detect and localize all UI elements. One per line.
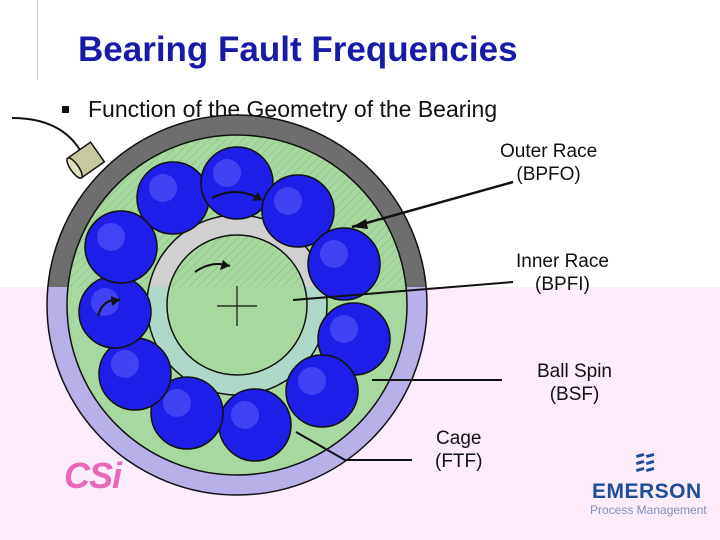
label-outer-race-name: Outer Race — [500, 141, 598, 162]
ball — [84, 210, 158, 284]
ball — [98, 337, 172, 411]
emerson-mark-icon — [635, 452, 655, 472]
sensor-cable — [11, 117, 81, 151]
title-side-rule — [37, 0, 38, 80]
label-outer-race: Outer Race (BPFO) — [500, 140, 597, 186]
label-cage-code: (FTF) — [435, 451, 483, 472]
ball — [285, 354, 359, 428]
label-inner-race-code: (BPFI) — [535, 274, 590, 295]
label-inner-race: Inner Race (BPFI) — [516, 250, 609, 296]
label-cage: Cage (FTF) — [435, 427, 482, 473]
leader-inner-race — [292, 281, 514, 301]
accelerometer-sensor-icon — [66, 141, 106, 179]
ball — [78, 275, 152, 349]
slide-title: Bearing Fault Frequencies — [78, 30, 518, 69]
leader-cage — [295, 431, 412, 461]
shaft — [168, 234, 306, 287]
ball — [218, 388, 292, 462]
leader-outer-race — [351, 180, 514, 229]
label-ball-spin-code: (BSF) — [549, 384, 600, 405]
label-inner-race-name: Inner Race — [516, 251, 609, 272]
ball — [307, 227, 381, 301]
emerson-logo-text: EMERSON — [592, 480, 702, 503]
csi-logo: CSi — [64, 455, 122, 496]
label-ball-spin: Ball Spin (BSF) — [537, 360, 612, 406]
label-ball-spin-name: Ball Spin — [537, 361, 612, 382]
label-cage-name: Cage — [436, 428, 482, 449]
emerson-subtitle: Process Management — [590, 503, 707, 517]
bullet-text: Function of the Geometry of the Bearing — [88, 96, 498, 122]
label-outer-race-code: (BPFO) — [516, 164, 581, 185]
bullet-marker — [62, 106, 69, 113]
